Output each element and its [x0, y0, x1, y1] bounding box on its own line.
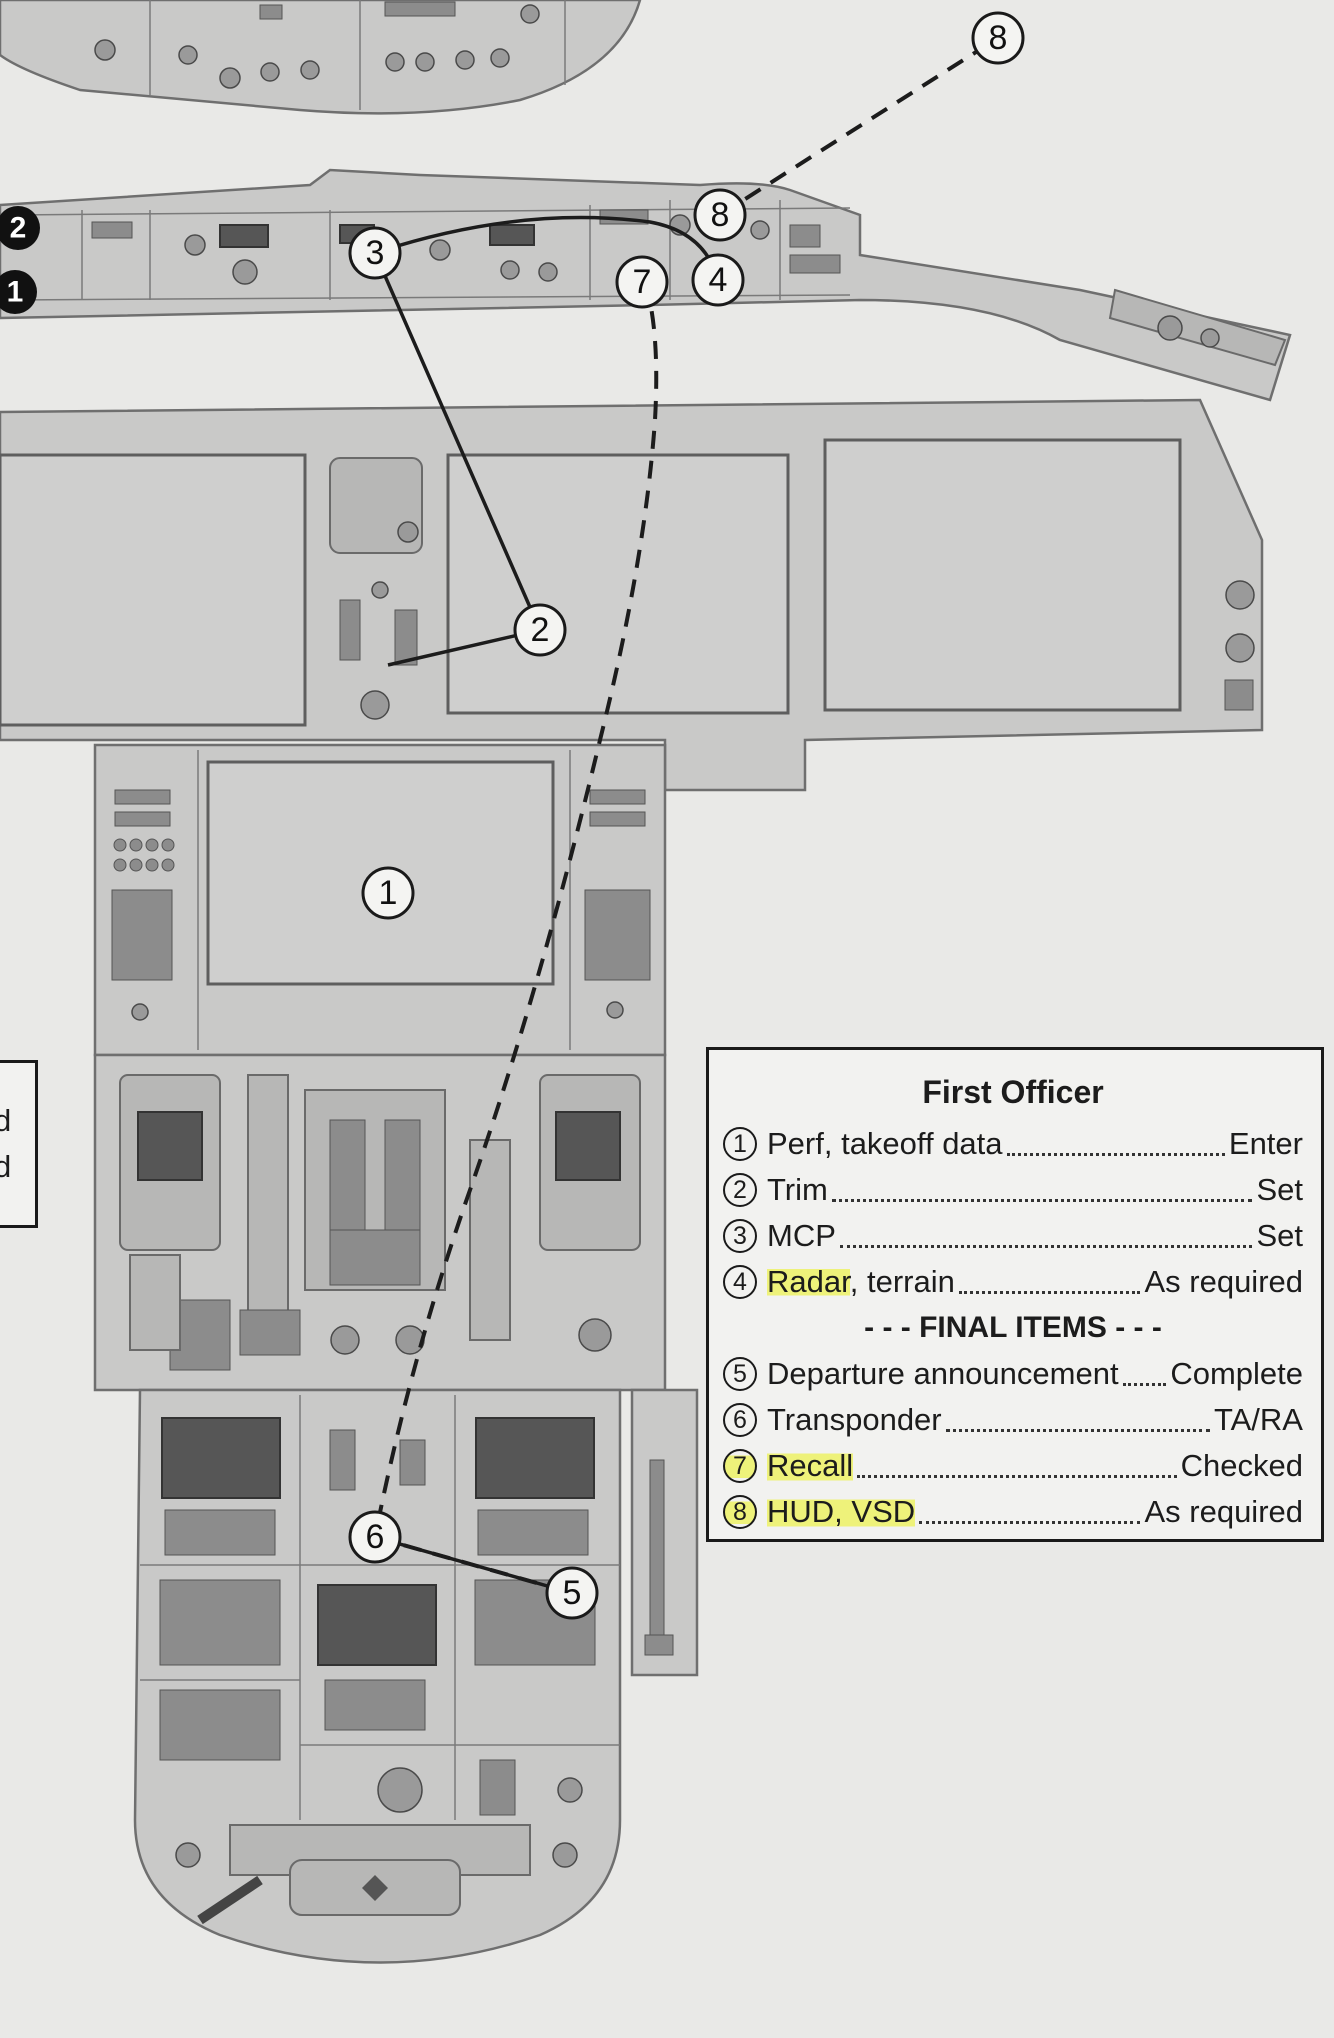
captain-checklist-fragment: d — [0, 1103, 12, 1138]
overhead-panel — [0, 0, 642, 115]
captain-checklist-partial: d d — [0, 1060, 38, 1228]
svg-text:8: 8 — [711, 196, 730, 234]
flow-marker-1: 1 — [361, 866, 415, 920]
first-officer-checklist: First Officer 1 Perf, takeoff data Enter… — [706, 1047, 1324, 1542]
item-value: Enter — [1228, 1126, 1303, 1161]
flow-marker-6: 6 — [348, 1510, 402, 1564]
item-value: Checked — [1180, 1448, 1303, 1483]
svg-text:3: 3 — [366, 234, 385, 272]
svg-text:2: 2 — [10, 212, 27, 245]
item-number: 4 — [723, 1265, 757, 1299]
captain-checklist-fragment: d — [0, 1149, 12, 1184]
checklist-item-5: 5 Departure announcement Complete — [723, 1351, 1303, 1397]
flow-marker-2: 2 — [513, 603, 567, 657]
leader-dots — [958, 1290, 1141, 1294]
checklist-item-6: 6 Transponder TA/RA — [723, 1397, 1303, 1443]
captain-marker-2: 2 — [0, 206, 40, 250]
checklist-item-8: 8 HUD, VSD As required — [723, 1489, 1303, 1535]
item-name: Departure announcement — [767, 1356, 1119, 1391]
item-number: 8 — [723, 1495, 757, 1529]
checklist-item-3: 3 MCP Set — [723, 1213, 1303, 1259]
svg-text:1: 1 — [7, 276, 24, 309]
item-name-rest: , terrain — [849, 1264, 955, 1299]
flow-marker-8: 8 — [693, 188, 747, 242]
flow-marker-7: 7 — [615, 255, 669, 309]
svg-text:5: 5 — [563, 1574, 582, 1612]
checklist-item-7: 7 Recall Checked — [723, 1443, 1303, 1489]
item-name: Recall — [767, 1448, 854, 1484]
leader-dots — [831, 1198, 1253, 1202]
svg-text:7: 7 — [633, 263, 652, 301]
svg-text:2: 2 — [531, 611, 550, 649]
leader-dots — [945, 1428, 1210, 1432]
svg-text:4: 4 — [709, 261, 728, 299]
highlighted-text: Radar — [767, 1264, 850, 1299]
item-name: Radar, terrain — [767, 1264, 955, 1300]
item-name: Transponder — [767, 1402, 942, 1437]
item-name: MCP — [767, 1218, 836, 1253]
lower-pedestal — [133, 1388, 622, 1964]
item-number: 5 — [723, 1357, 757, 1391]
svg-text:1: 1 — [379, 874, 398, 912]
final-items-header: - - - FINAL ITEMS - - - — [864, 1311, 1162, 1344]
item-name: Trim — [767, 1172, 828, 1207]
leader-dots — [839, 1244, 1253, 1248]
checklist-title: First Officer — [922, 1074, 1104, 1110]
item-number: 6 — [723, 1403, 757, 1437]
flow-path-dashed — [373, 36, 1000, 1595]
leader-dots — [1006, 1152, 1225, 1156]
flow-marker-3: 3 — [348, 226, 402, 280]
item-number: 7 — [723, 1449, 757, 1483]
checklist-item-1: 1 Perf, takeoff data Enter — [723, 1121, 1303, 1167]
captain-marker-1: 1 — [0, 270, 37, 314]
flow-marker-4: 4 — [691, 253, 745, 307]
item-value: Set — [1256, 1218, 1303, 1253]
leader-dots — [919, 1520, 1141, 1524]
item-value: As required — [1144, 1494, 1303, 1529]
svg-text:6: 6 — [366, 1518, 385, 1556]
item-name: Perf, takeoff data — [767, 1126, 1003, 1161]
checklist-item-2: 2 Trim Set — [723, 1167, 1303, 1213]
item-number: 2 — [723, 1173, 757, 1207]
leader-dots — [1122, 1382, 1167, 1386]
item-value: As required — [1144, 1264, 1303, 1299]
item-value: TA/RA — [1214, 1402, 1303, 1437]
thrust-lever-quadrant — [93, 1053, 667, 1392]
item-value: Set — [1256, 1172, 1303, 1207]
item-number: 1 — [723, 1127, 757, 1161]
item-name: HUD, VSD — [767, 1494, 916, 1530]
checklist-item-4: 4 Radar, terrain As required — [723, 1259, 1303, 1305]
item-number: 3 — [723, 1219, 757, 1253]
flow-marker-5: 5 — [545, 1566, 599, 1620]
stabilizer-trim-strip — [630, 1388, 699, 1677]
svg-text:8: 8 — [989, 19, 1008, 57]
item-value: Complete — [1170, 1356, 1303, 1391]
leader-dots — [857, 1474, 1177, 1478]
flow-marker-8-overhead: 8 — [971, 11, 1025, 65]
